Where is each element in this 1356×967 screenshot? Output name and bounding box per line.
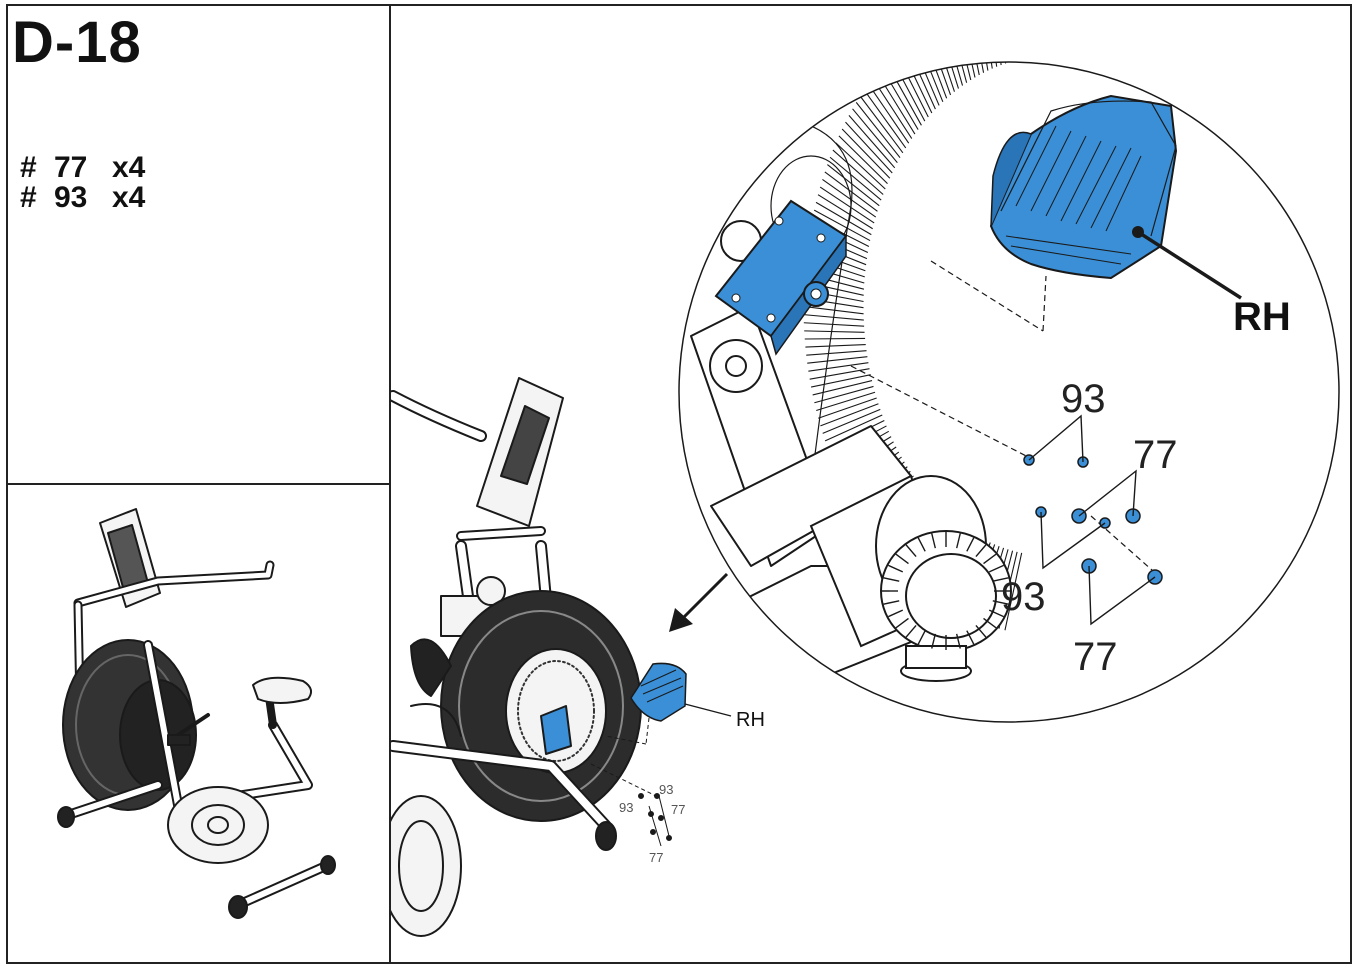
detail-magnifier <box>679 62 1339 722</box>
detail-side-callout <box>1132 226 1242 300</box>
overview-cover-part <box>605 662 732 745</box>
parts-list-item: # 77 x4 <box>20 153 145 183</box>
bike-partial-view <box>391 377 642 937</box>
overview-callout-93: 93 <box>659 782 673 797</box>
detail-magnifier-outline <box>678 61 1340 723</box>
overview-callout-77: 77 <box>649 850 663 865</box>
part-hash: # <box>20 151 37 184</box>
parts-list: # 77 x4 # 93 x4 <box>20 153 145 213</box>
detail-callout-77: 77 <box>1133 433 1178 477</box>
detail-callout-93: 93 <box>1061 377 1106 421</box>
parts-list-item: # 93 x4 <box>20 183 145 213</box>
part-number: 77 <box>54 151 88 184</box>
detail-callout-93: 93 <box>1001 575 1046 619</box>
detail-callout-leaders <box>1028 414 1156 626</box>
detail-callout-77: 77 <box>1073 635 1118 679</box>
overview-callout-77: 77 <box>671 802 685 817</box>
part-quantity: x4 <box>112 151 146 184</box>
part-quantity: x4 <box>112 181 146 214</box>
step-number: D-18 <box>12 10 142 75</box>
bike-overview-illustration <box>57 508 336 919</box>
bike-overview-panel <box>6 483 391 964</box>
detail-pointer-arrow <box>669 572 729 632</box>
detail-side-label: RH <box>1233 295 1291 339</box>
assembly-illustration-panel: RH 93 93 77 77 <box>389 4 1352 964</box>
overview-side-label: RH <box>736 709 765 731</box>
bracket-part <box>714 199 848 356</box>
part-hash: # <box>20 181 37 214</box>
assembly-illustration: RH 93 93 77 77 <box>391 61 1340 937</box>
part-number: 93 <box>54 181 88 214</box>
step-info-panel: D-18 # 77 x4 # 93 x4 <box>6 4 391 485</box>
overview-callout-93: 93 <box>619 800 633 815</box>
cover-part <box>989 94 1178 280</box>
overview-fastener-callouts <box>590 763 672 847</box>
